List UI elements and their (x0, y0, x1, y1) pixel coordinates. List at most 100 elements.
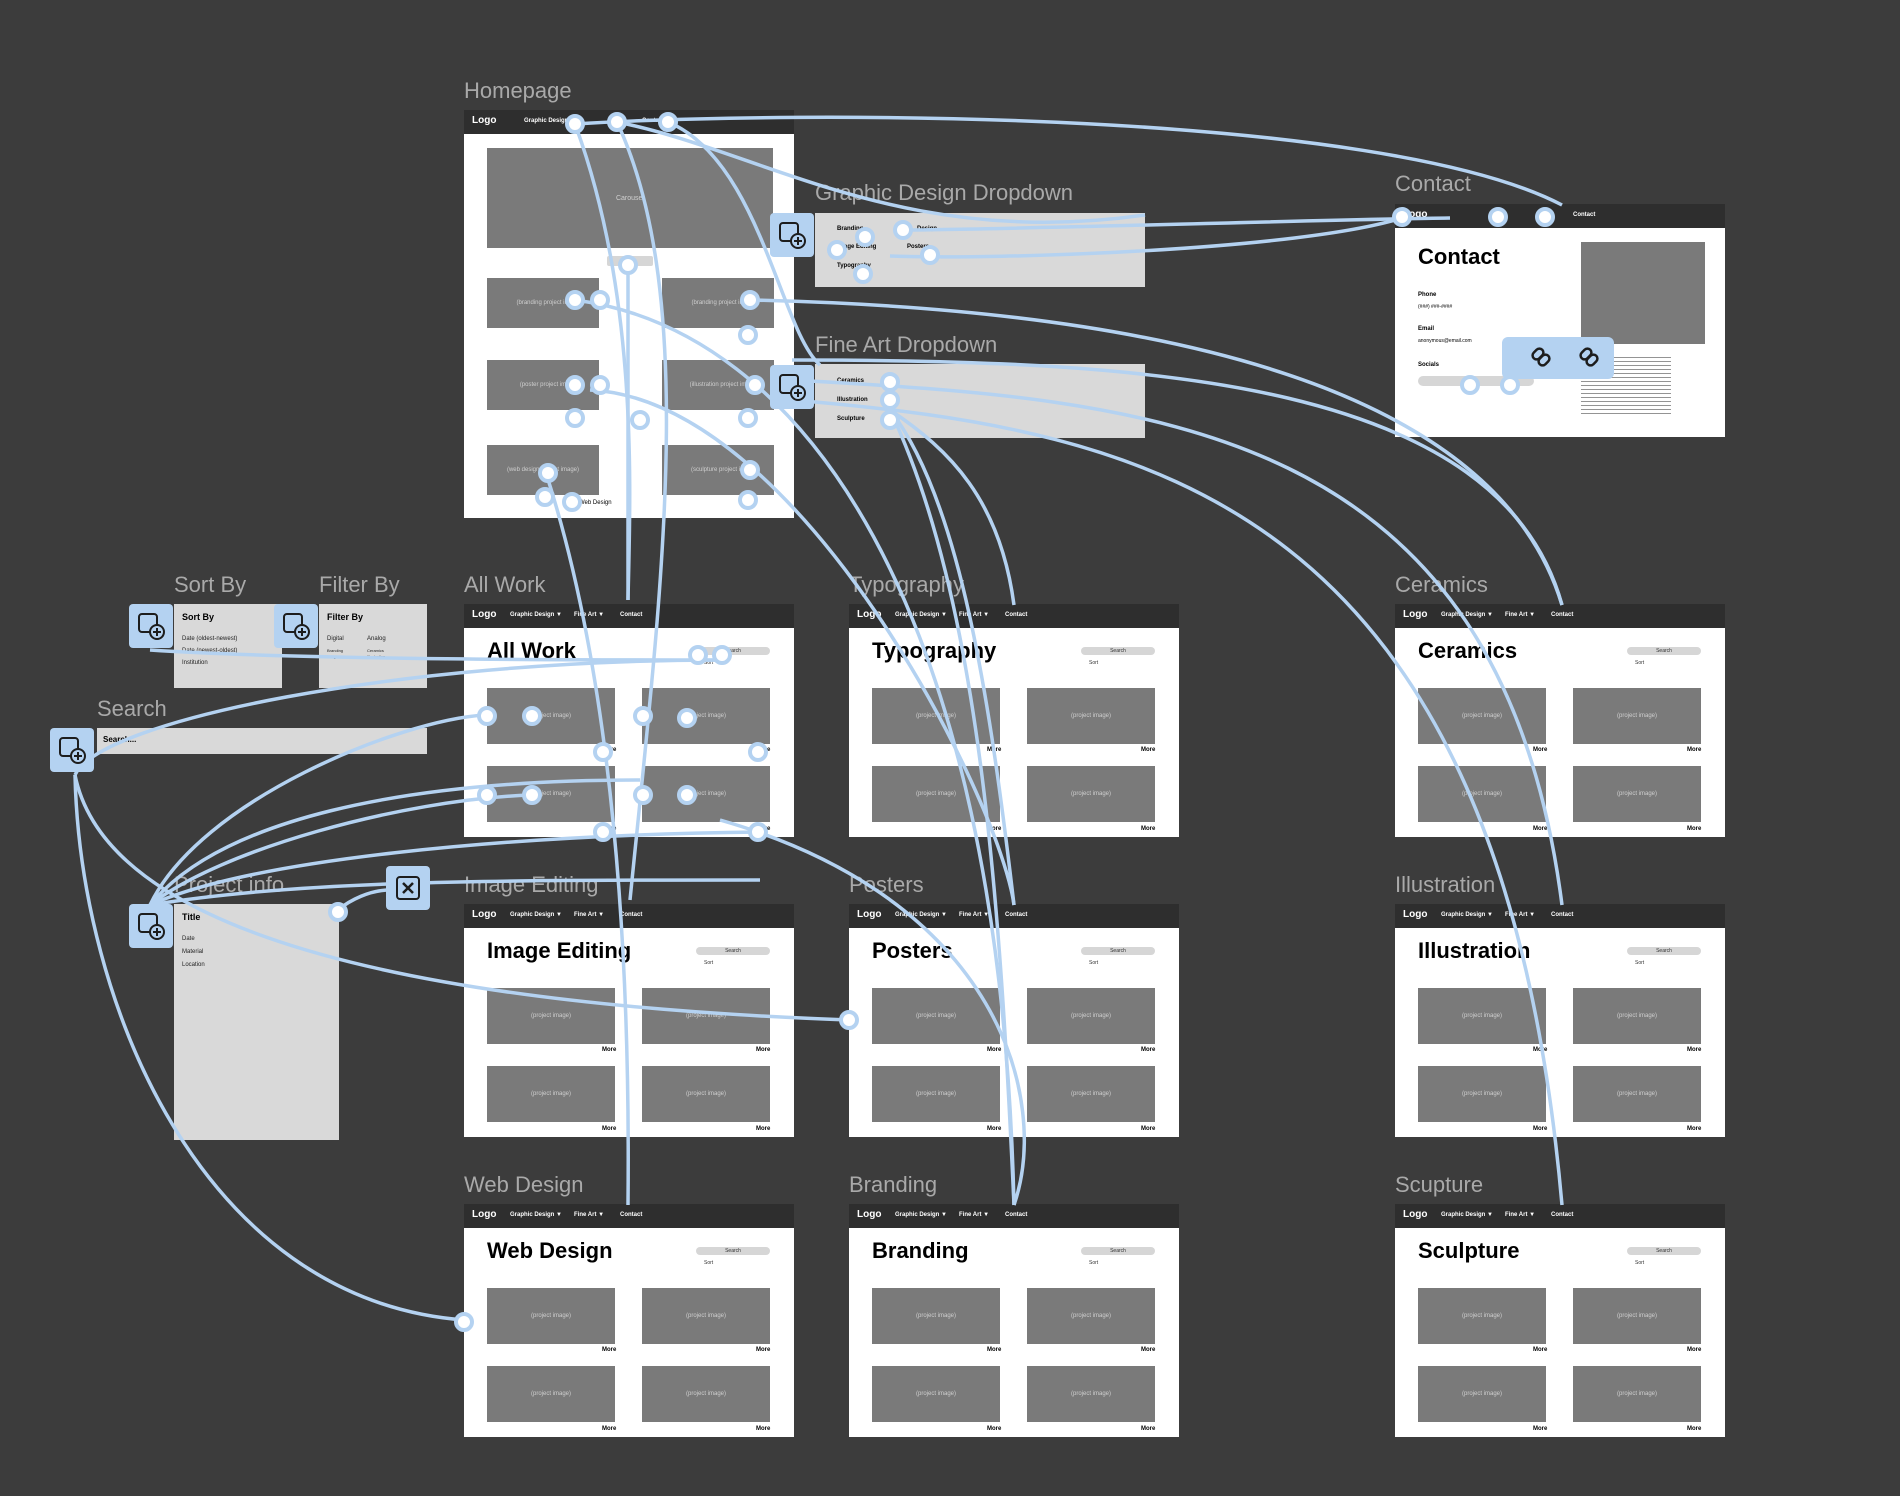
project-thumb[interactable]: (project image) (1573, 766, 1701, 822)
home-tile[interactable]: (branding project im (487, 278, 599, 328)
project-info-overlay[interactable]: Title Date Material Location (174, 904, 339, 1140)
posters-frame[interactable]: Logo Graphic Design ▼ Fine Art ▼ Contact… (849, 904, 1179, 1137)
sculpture-frame[interactable]: Logo Graphic Design ▼ Fine Art ▼ Contact… (1395, 1204, 1725, 1437)
sort-by-overlay[interactable]: Sort By Date (oldest-newest) Date (newes… (174, 604, 282, 688)
frame-title-all-work[interactable]: All Work (464, 572, 546, 597)
frame-title-search[interactable]: Search (97, 696, 167, 721)
project-thumb[interactable]: (project image) (1573, 1288, 1701, 1344)
link-icon[interactable] (1502, 337, 1614, 379)
sort-option[interactable]: Institution (182, 660, 208, 666)
sort-button[interactable]: Sort (1089, 1260, 1099, 1266)
nav-contact[interactable]: Contact (1551, 612, 1574, 618)
more-link[interactable]: More (602, 747, 617, 753)
more-link[interactable]: More (1141, 1426, 1156, 1432)
home-tile[interactable]: (poster project im (487, 360, 599, 410)
nav-contact[interactable]: Contact (620, 612, 643, 618)
all-work-frame[interactable]: Logo Graphic Design ▼ Fine Art ▼ Contact… (464, 604, 794, 837)
search-input[interactable]: Search (1081, 1247, 1155, 1255)
frame-title-homepage[interactable]: Homepage (464, 78, 572, 103)
project-thumb[interactable]: (project image) (872, 1288, 1000, 1344)
project-thumb[interactable]: (project image) (487, 1366, 615, 1422)
dropdown-item-image-editing[interactable]: Image Editing (837, 244, 877, 250)
frame-title-branding[interactable]: Branding (849, 1172, 938, 1197)
filter-option[interactable]: Digital (327, 636, 344, 642)
image-editing-frame[interactable]: Logo Graphic Design ▼ Fine Art ▼ Contact… (464, 904, 794, 1137)
search-input[interactable]: Search (1627, 647, 1701, 655)
nav-contact[interactable]: Contact (1005, 612, 1028, 618)
frame-title-typography[interactable]: Typography (849, 572, 964, 597)
nav-logo[interactable]: Logo (857, 1209, 882, 1220)
project-thumb[interactable]: (project image) (642, 688, 770, 744)
more-link[interactable]: More (756, 1347, 771, 1353)
homepage-frame[interactable]: Logo Graphic Design Contact Carousel (br… (464, 110, 794, 518)
nav-contact[interactable]: Contact (1551, 912, 1574, 918)
carousel[interactable]: Carousel (487, 148, 773, 248)
sort-button[interactable]: Sort (1635, 960, 1645, 966)
nav-logo[interactable]: Logo (1403, 209, 1428, 220)
nav-graphic-design[interactable]: Graphic Design ▼ (1441, 1212, 1493, 1218)
branding-frame[interactable]: Logo Graphic Design ▼ Fine Art ▼ Contact… (849, 1204, 1179, 1437)
project-thumb[interactable]: (project image) (487, 1288, 615, 1344)
nav-graphic-design[interactable]: Graphic Design ▼ (510, 1212, 562, 1218)
home-tile[interactable]: (illustration project im (662, 360, 774, 410)
nav-fine-art[interactable]: Fine Art ▼ (574, 1212, 605, 1218)
more-link[interactable]: More (602, 1047, 617, 1053)
project-thumb[interactable]: (project image) (642, 1066, 770, 1122)
project-thumb[interactable]: (project image) (872, 688, 1000, 744)
nav-fine-art[interactable]: Fine Art ▼ (959, 612, 990, 618)
home-tile[interactable]: (sculpture project im (662, 445, 774, 495)
fine-art-dropdown[interactable]: Ceramics Illustration Sculpture (815, 364, 1145, 438)
sort-button[interactable]: Sort (704, 1260, 714, 1266)
project-thumb[interactable]: (project image) (642, 988, 770, 1044)
add-component-icon[interactable] (770, 365, 814, 409)
more-link[interactable]: More (987, 1126, 1002, 1132)
more-link[interactable]: More (756, 1126, 771, 1132)
project-thumb[interactable]: (project image) (1418, 988, 1546, 1044)
search-input[interactable]: Search (1081, 947, 1155, 955)
search-overlay-input[interactable]: Search... (103, 735, 137, 744)
more-link[interactable]: More (756, 826, 771, 832)
sort-button[interactable]: Sort (704, 660, 714, 666)
project-thumb[interactable]: (project image) (1027, 1288, 1155, 1344)
project-thumb[interactable]: (project image) (1573, 1366, 1701, 1422)
more-link[interactable]: More (987, 747, 1002, 753)
ceramics-frame[interactable]: Logo Graphic Design ▼ Fine Art ▼ Contact… (1395, 604, 1725, 837)
nav-graphic-design[interactable]: Graphic Design ▼ (1441, 612, 1493, 618)
project-thumb[interactable]: (project image) (1418, 1288, 1546, 1344)
sort-button[interactable]: Sort (1635, 660, 1645, 666)
frame-title-project-info[interactable]: Project info (174, 872, 285, 897)
carousel-dots[interactable] (607, 256, 653, 266)
sort-button[interactable]: Sort (1089, 960, 1099, 966)
search-input[interactable]: Search (696, 947, 770, 955)
search-input[interactable]: Search (1627, 947, 1701, 955)
more-link[interactable]: More (1141, 1047, 1156, 1053)
nav-logo[interactable]: Logo (472, 909, 497, 920)
nav-logo[interactable]: Logo (472, 115, 497, 126)
dropdown-item-ceramics[interactable]: Ceramics (837, 378, 865, 384)
dropdown-item-sculpture[interactable]: Sculpture (837, 416, 865, 422)
filter-option[interactable]: Analog (367, 636, 386, 642)
filter-by-overlay[interactable]: Filter By Digital Branding Image Editing… (319, 604, 427, 688)
frame-title-contact[interactable]: Contact (1395, 171, 1471, 196)
nav-graphic-design[interactable]: Graphic Design ▼ (895, 912, 947, 918)
nav-graphic-design[interactable]: Graphic Design ▼ (895, 612, 947, 618)
nav-graphic-design[interactable]: Graphic Design ▼ (510, 612, 562, 618)
more-link[interactable]: More (1141, 1126, 1156, 1132)
nav-fine-art[interactable]: Fine Art ▼ (959, 1212, 990, 1218)
more-link[interactable]: More (1687, 1426, 1702, 1432)
more-link[interactable]: More (1533, 1426, 1548, 1432)
more-link[interactable]: More (1533, 1047, 1548, 1053)
search-overlay[interactable]: Search... (97, 728, 427, 754)
frame-title-posters[interactable]: Posters (849, 872, 924, 897)
more-link[interactable]: More (756, 747, 771, 753)
project-thumb[interactable]: (project image) (487, 988, 615, 1044)
project-thumb[interactable]: (project image) (872, 1066, 1000, 1122)
more-link[interactable]: More (987, 1347, 1002, 1353)
nav-fine-art[interactable]: Fine Art ▼ (1505, 912, 1536, 918)
nav-contact[interactable]: Contact (620, 912, 643, 918)
nav-contact[interactable]: Contact (642, 118, 665, 124)
project-thumb[interactable]: (project image) (872, 766, 1000, 822)
nav-fine-art[interactable]: Fine Art ▼ (959, 912, 990, 918)
frame-title-web-design[interactable]: Web Design (464, 1172, 584, 1197)
project-thumb[interactable]: (project image) (872, 1366, 1000, 1422)
